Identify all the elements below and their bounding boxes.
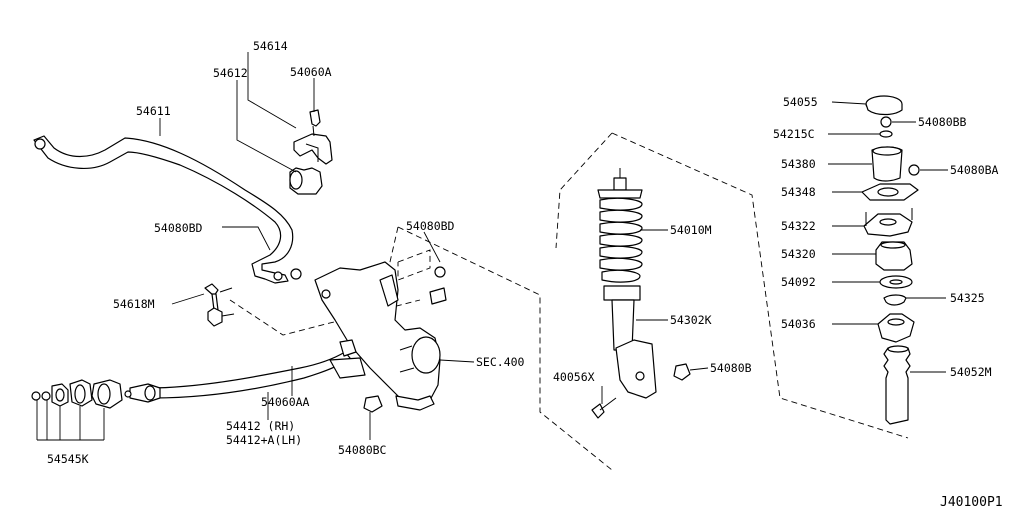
link-nut (290, 266, 446, 280)
label-54052m: 54052M (950, 365, 992, 379)
bound-bumper-boot (883, 345, 911, 425)
label-54380: 54380 (781, 157, 816, 171)
label-54036: 54036 (781, 317, 816, 331)
label-54302k: 54302K (670, 313, 712, 327)
bushing-bracket (293, 133, 333, 165)
mount-washer (879, 130, 893, 138)
stabilizer-bar (33, 135, 294, 284)
mount-ring (883, 294, 907, 306)
label-54060aa: 54060AA (261, 395, 310, 409)
label-54618m: 54618M (113, 297, 155, 311)
label-54080bc: 54080BC (338, 443, 387, 457)
mount-plate (861, 183, 919, 201)
strut-bolt (591, 397, 617, 419)
mount-bearing (871, 146, 903, 182)
label-54055: 54055 (783, 95, 818, 109)
label-54322: 54322 (781, 219, 816, 233)
label-54010m: 54010M (670, 223, 712, 237)
label-54080bd-left: 54080BD (154, 221, 203, 235)
spring-seat-lower (877, 313, 915, 343)
label-54080ba: 54080BA (950, 163, 999, 177)
mount-cap (865, 95, 903, 116)
label-54092: 54092 (781, 275, 816, 289)
bushing-kit (31, 379, 132, 409)
bracket-bolt (309, 109, 321, 137)
strut-nut (673, 363, 691, 381)
leader-lines (36, 52, 948, 441)
knuckle-nut (363, 395, 383, 413)
label-54060a: 54060A (290, 65, 332, 79)
label-54612: 54612 (213, 66, 248, 80)
mount-bound-bumper (879, 275, 913, 289)
label-54320: 54320 (781, 247, 816, 261)
label-54412-lh: 54412+A(LH) (226, 433, 302, 447)
stabilizer-connecting-rod (204, 283, 235, 327)
mount-nut (880, 116, 920, 176)
mount-insulator (863, 208, 913, 237)
label-54080bd-right: 54080BD (406, 219, 455, 233)
label-54611: 54611 (136, 104, 171, 118)
label-54348: 54348 (781, 185, 816, 199)
label-54545k: 54545K (47, 452, 89, 466)
part-labels: 54614 54612 54060A 54611 54080BD 54080BD… (47, 39, 1003, 510)
strut-assembly (597, 168, 657, 399)
label-54614: 54614 (253, 39, 288, 53)
steering-knuckle (314, 261, 447, 411)
transverse-link (129, 339, 366, 403)
label-40056x: 40056X (553, 370, 595, 384)
label-54080bb: 54080BB (918, 115, 967, 129)
spring-seat-upper (875, 241, 913, 271)
label-54080b: 54080B (710, 361, 752, 375)
stabilizer-bushing (289, 167, 323, 195)
label-sec400: SEC.400 (476, 355, 525, 369)
label-54215c: 54215C (773, 127, 815, 141)
label-54412-rh: 54412 (RH) (226, 419, 295, 433)
label-54325: 54325 (950, 291, 985, 305)
diagram-id: J40100P1 (940, 495, 1003, 510)
